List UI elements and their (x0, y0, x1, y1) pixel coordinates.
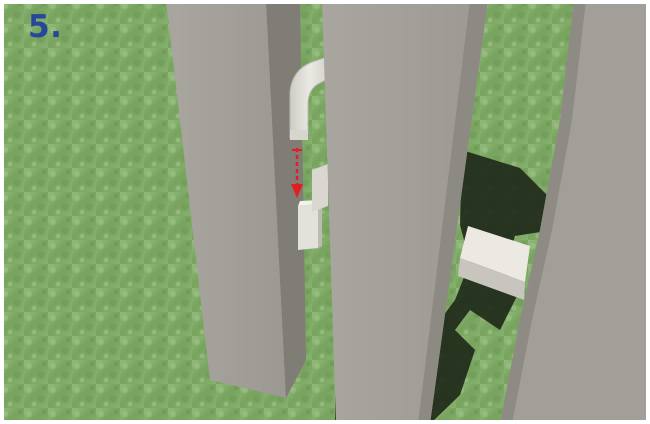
step-number-label: 5. (28, 12, 62, 43)
latch-catch (298, 204, 318, 250)
latch-block (312, 164, 328, 212)
